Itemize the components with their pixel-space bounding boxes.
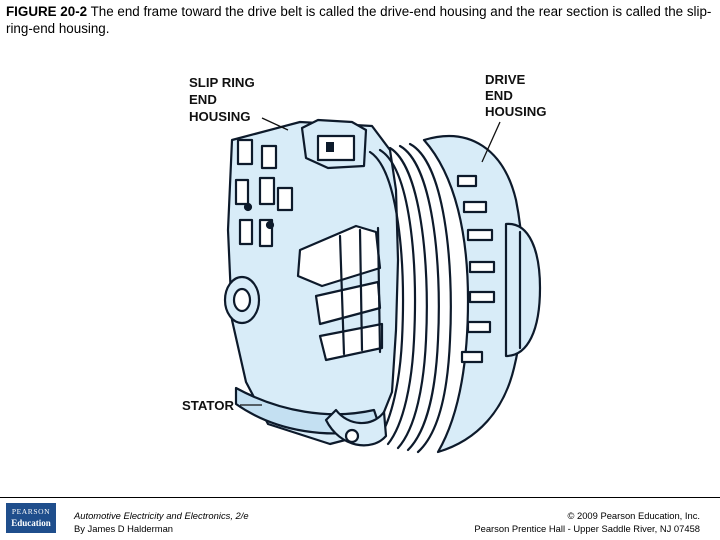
housing-vents <box>234 138 294 248</box>
svg-text:DRIVE: DRIVE <box>485 72 526 87</box>
logo-line-2: Education <box>11 518 51 528</box>
svg-text:SLIP RING: SLIP RING <box>189 75 255 90</box>
leader-slip-ring <box>261 117 289 131</box>
alternator-diagram: SLIP RING END HOUSING DRIVE END HOUSING … <box>182 72 547 454</box>
mounting-ear <box>324 408 388 447</box>
label-drive-end-housing: DRIVE END HOUSING <box>485 72 547 119</box>
svg-text:END: END <box>189 92 217 107</box>
book-title: Automotive Electricity and Electronics, … <box>74 510 249 521</box>
logo-line-1: PEARSON <box>11 507 51 516</box>
svg-text:HOUSING: HOUSING <box>485 104 547 119</box>
pearson-logo: PEARSON Education <box>6 503 56 533</box>
book-info: Automotive Electricity and Electronics, … <box>74 509 249 535</box>
figure-caption: FIGURE 20-2 The end frame toward the dri… <box>6 3 712 37</box>
publisher-text: Pearson Prentice Hall - Upper Saddle Riv… <box>474 523 700 534</box>
leader-drive-end <box>481 121 501 163</box>
footer-divider <box>0 497 720 498</box>
label-stator: STATOR <box>182 398 234 413</box>
alternator-illustration <box>223 118 542 454</box>
front-hub <box>504 222 542 358</box>
book-author: By James D Halderman <box>74 523 173 534</box>
publisher-info: © 2009 Pearson Education, Inc. Pearson P… <box>474 509 700 535</box>
drive-end-fins <box>456 174 496 364</box>
svg-text:HOUSING: HOUSING <box>189 109 251 124</box>
caption-text: The end frame toward the drive belt is c… <box>6 4 712 36</box>
copyright-text: © 2009 Pearson Education, Inc. <box>567 510 700 521</box>
label-slip-ring-end-housing: SLIP RING END HOUSING <box>189 75 255 124</box>
pulley-grooves <box>368 142 452 454</box>
cooling-fins <box>296 224 384 362</box>
svg-text:END: END <box>485 88 513 103</box>
figure-number: FIGURE 20-2 <box>6 4 88 19</box>
